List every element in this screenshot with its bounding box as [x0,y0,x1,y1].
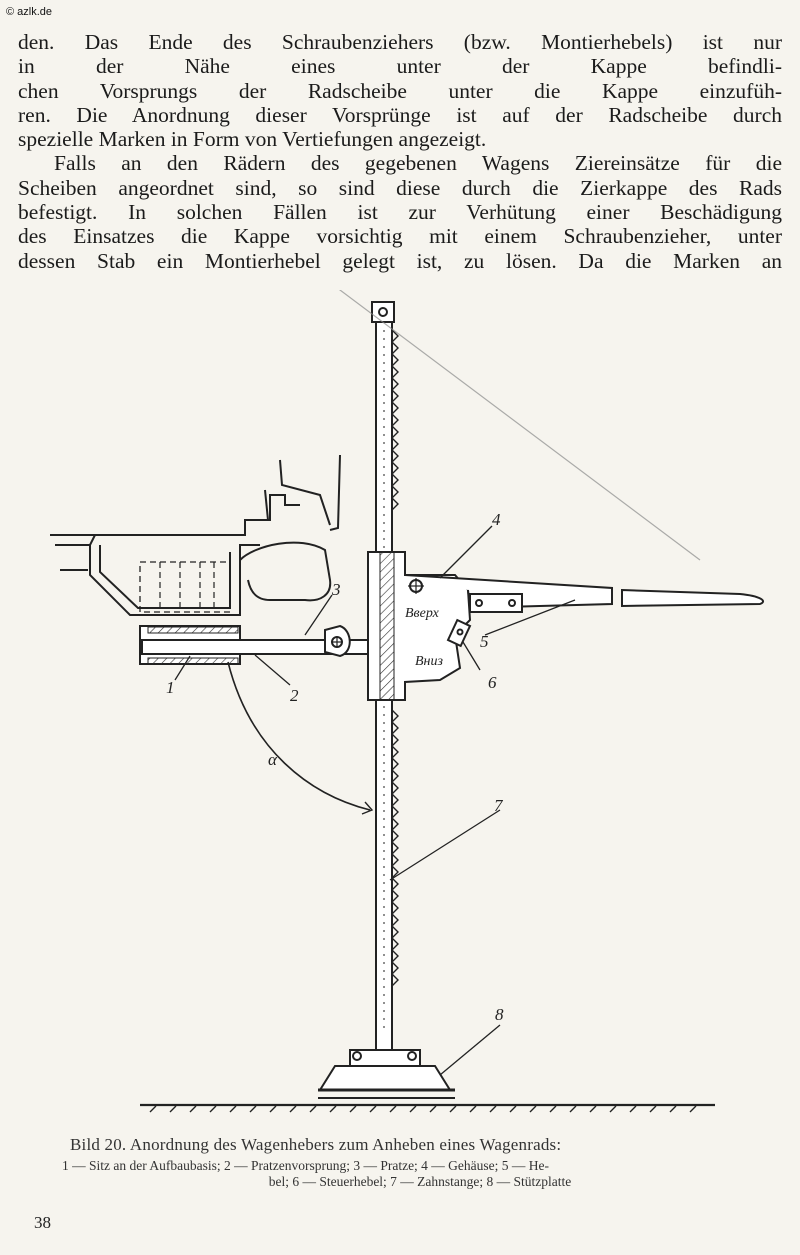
jack-lever [404,574,765,613]
body-line: in der Nähe eines unter der Kappe befind… [18,54,782,79]
label-1: 1 [166,678,175,697]
legend-line-2: bel; 6 — Steuerhebel; 7 — Zahnstange; 8 … [268,1174,572,1189]
angle-arc [227,661,371,811]
plate-label-down: Вниз [415,654,443,669]
label-7: 7 [494,796,503,815]
body-line: des Einsatzes die Kappe vorsichtig mit e… [18,224,782,249]
label-5: 5 [480,632,489,651]
body-line: befestigt. In solchen Fällen ist zur Ver… [18,200,782,225]
leader-lines [174,525,576,1076]
body-line: den. Das Ende des Schraubenziehers (bzw.… [18,30,782,54]
car-sill [50,454,341,616]
label-3: 3 [332,580,341,599]
jack-diagram: Вверх Вниз 1 2 3 4 5 6 7 8 α [0,290,800,1130]
label-2: 2 [290,686,299,705]
ground-line [140,1103,715,1113]
label-alpha: α [268,750,277,769]
body-line: Falls an den Rädern des gegebenen Wagens… [54,151,782,176]
figure-caption-legend: 1 — Sitz an der Aufbaubasis; 2 — Pratzen… [62,1158,778,1190]
figure-caption-title: Bild 20. Anordnung des Wagenhebers zum A… [70,1135,562,1154]
body-line: spezielle Marken in Form von Vertiefunge… [18,127,487,152]
body-line: dessen Stab ein Montierhebel gelegt ist,… [18,248,782,273]
jack-drawing [50,290,765,1113]
control-lever [446,618,472,648]
label-8: 8 [495,1005,504,1024]
body-line: chen Vorsprungs der Radscheibe unter die… [18,78,782,103]
base-plate [318,1049,455,1099]
legend-line-1: 1 — Sitz an der Aufbaubasis; 2 — Pratzen… [62,1158,550,1173]
body-text: den. Das Ende des Schraubenziehers (bzw.… [18,30,782,273]
plate-label-up: Вверх [405,606,439,621]
copyright-label: © azlk.de [6,6,53,18]
page-number: 38 [34,1213,51,1232]
label-4: 4 [492,510,501,529]
body-line: ren. Die Anordnung dieser Vorsprünge ist… [18,102,782,127]
body-line: Scheiben angeordnet sind, so sind diese … [18,175,782,200]
label-6: 6 [488,673,497,692]
